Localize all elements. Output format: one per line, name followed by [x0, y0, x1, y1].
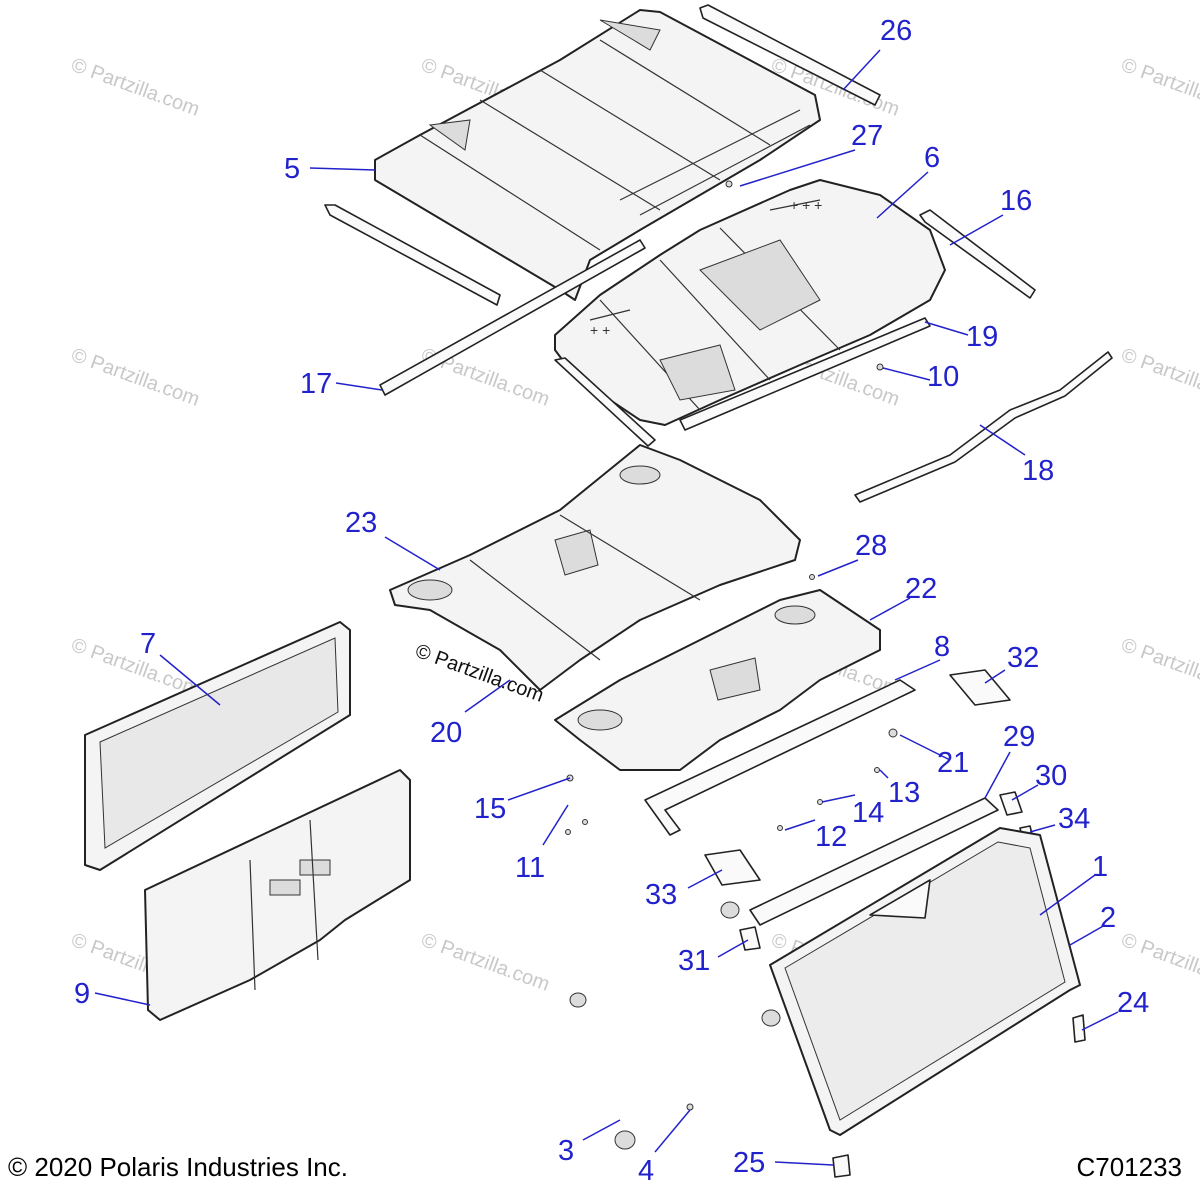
part-33-pad	[704, 849, 761, 886]
watermark: © Partzilla.com	[1118, 929, 1200, 996]
callout-28: 28	[855, 530, 887, 562]
part-3-clip	[614, 1130, 636, 1150]
callout-6: 6	[924, 142, 940, 174]
part-seal-roof-left	[554, 357, 656, 447]
callout-5: 5	[284, 153, 300, 185]
callout-27: 27	[851, 120, 883, 152]
callout-7: 7	[140, 628, 156, 660]
part-19-strip	[679, 317, 931, 431]
callout-24: 24	[1117, 987, 1149, 1019]
callout-labels: 1 2 3 4 5 6 7 8 9 10 11 12 13 14 15 16 1…	[74, 15, 1149, 1187]
callout-13: 13	[888, 777, 920, 809]
svg-text:+ + +: + + +	[790, 197, 822, 213]
callout-4: 4	[638, 1155, 654, 1187]
leader-lines	[94, 49, 1119, 1166]
part-26-seal	[699, 4, 881, 106]
callout-25: 25	[733, 1147, 765, 1179]
part-8-bracket	[644, 679, 916, 836]
callout-16: 16	[1000, 185, 1032, 217]
callout-22: 22	[905, 573, 937, 605]
watermark: © Partzilla.com	[1118, 344, 1200, 411]
callout-15: 15	[474, 793, 506, 825]
watermark: © Partzilla.com	[68, 634, 202, 701]
part-23-headliner	[389, 444, 801, 691]
copyright-text: © 2020 Polaris Industries Inc.	[8, 1152, 348, 1182]
callout-12: 12	[815, 821, 847, 853]
part-16-seal	[919, 209, 1036, 299]
callout-19: 19	[966, 321, 998, 353]
callout-30: 30	[1035, 760, 1067, 792]
part-18-seal	[854, 351, 1113, 503]
part-32-pad	[949, 669, 1011, 706]
callout-9: 9	[74, 978, 90, 1010]
callout-10: 10	[927, 361, 959, 393]
callout-11: 11	[515, 852, 545, 884]
part-7-rear-window	[84, 621, 351, 871]
callout-34: 34	[1058, 803, 1090, 835]
svg-text:+ +: + +	[590, 322, 610, 338]
hardware	[565, 180, 1086, 1178]
watermark: © Partzilla.com	[68, 344, 202, 411]
callout-20: 20	[430, 717, 462, 749]
callout-31: 31	[678, 945, 710, 977]
part-4-nut	[686, 1103, 694, 1111]
callout-33: 33	[645, 879, 677, 911]
part-24-clip	[1072, 1014, 1086, 1043]
watermark: © Partzilla.com	[418, 929, 552, 996]
callout-8: 8	[934, 631, 950, 663]
callout-3: 3	[558, 1135, 574, 1167]
callout-1: 1	[1092, 851, 1108, 883]
part-6-roof-main: + + + + +	[554, 179, 946, 426]
watermark: © Partzilla.com	[68, 54, 202, 121]
watermark: © Partzilla.com	[1118, 634, 1200, 701]
callout-14: 14	[852, 797, 884, 829]
callout-21: 21	[937, 747, 969, 779]
part-25-clip	[832, 1154, 851, 1178]
callout-2: 2	[1100, 902, 1116, 934]
part-22-headliner-lower	[554, 589, 881, 771]
part-31-pad	[739, 926, 761, 951]
part-1-windshield	[769, 827, 1081, 1136]
part-9-back-panel	[144, 769, 411, 1021]
part-29-bracket	[749, 797, 999, 926]
part-fastener	[569, 992, 587, 1008]
callout-23: 23	[345, 507, 377, 539]
callout-18: 18	[1022, 455, 1054, 487]
part-17-strip	[379, 239, 646, 396]
watermark: © Partzilla.com	[1118, 54, 1200, 121]
callout-29: 29	[1003, 721, 1035, 753]
callout-26: 26	[880, 15, 912, 47]
callout-17: 17	[300, 368, 332, 400]
part-seal-left	[324, 204, 501, 306]
callout-32: 32	[1007, 642, 1039, 674]
figure-id: C701233	[1076, 1152, 1182, 1182]
